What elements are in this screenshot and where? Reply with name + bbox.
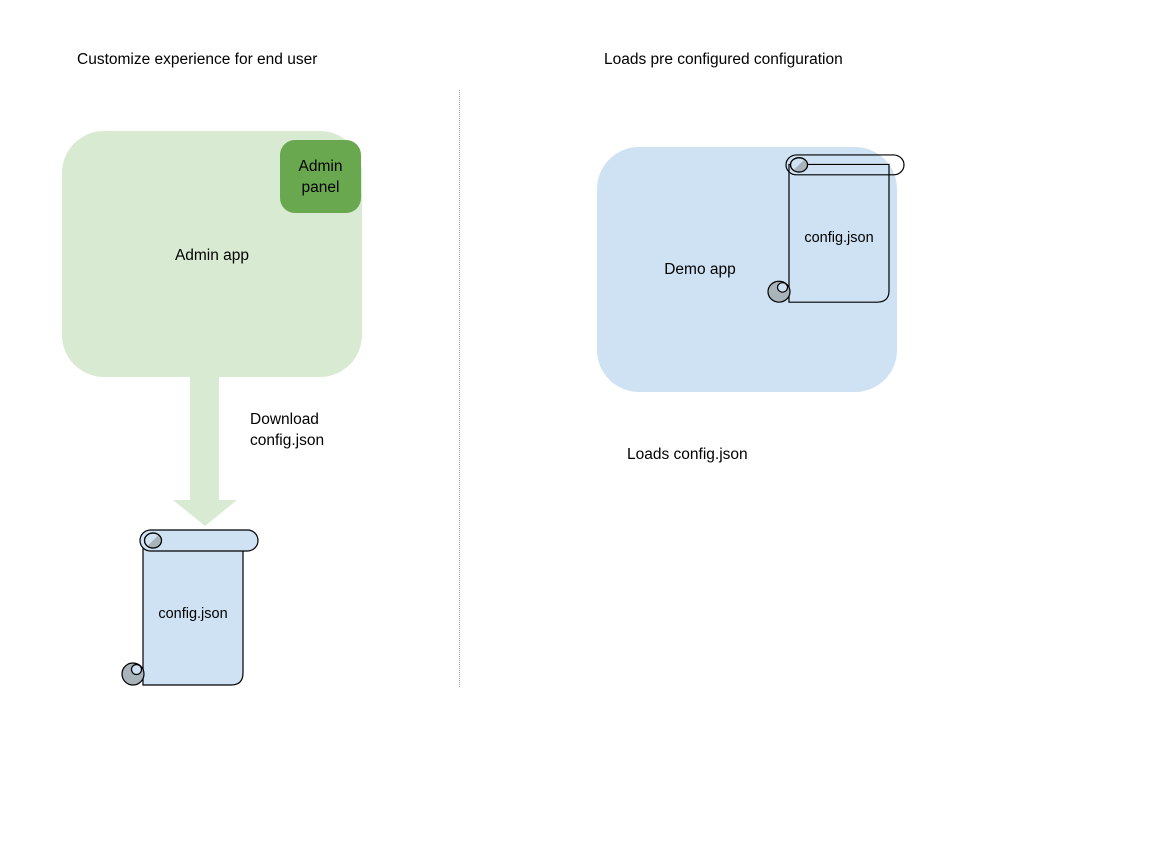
admin-panel-label: Admin panel [298, 157, 343, 196]
loads-config-caption: Loads config.json [627, 446, 748, 463]
config-file-label-left: config.json [158, 606, 228, 622]
admin-app-label: Admin app [174, 247, 250, 264]
admin-panel-box: Admin panel [280, 140, 361, 213]
config-json-scroll-icon [767, 154, 905, 303]
config-json-scroll-icon [121, 529, 259, 686]
section-divider [459, 90, 460, 687]
demo-app-box [597, 147, 897, 392]
download-arrow-icon [173, 377, 237, 526]
config-file-label-right: config.json [804, 230, 874, 246]
download-arrow-label: Download config.json [250, 411, 325, 449]
right-section-title: Loads pre configured configuration [604, 51, 843, 68]
demo-app-label: Demo app [664, 261, 736, 278]
left-section-title: Customize experience for end user [77, 51, 318, 68]
